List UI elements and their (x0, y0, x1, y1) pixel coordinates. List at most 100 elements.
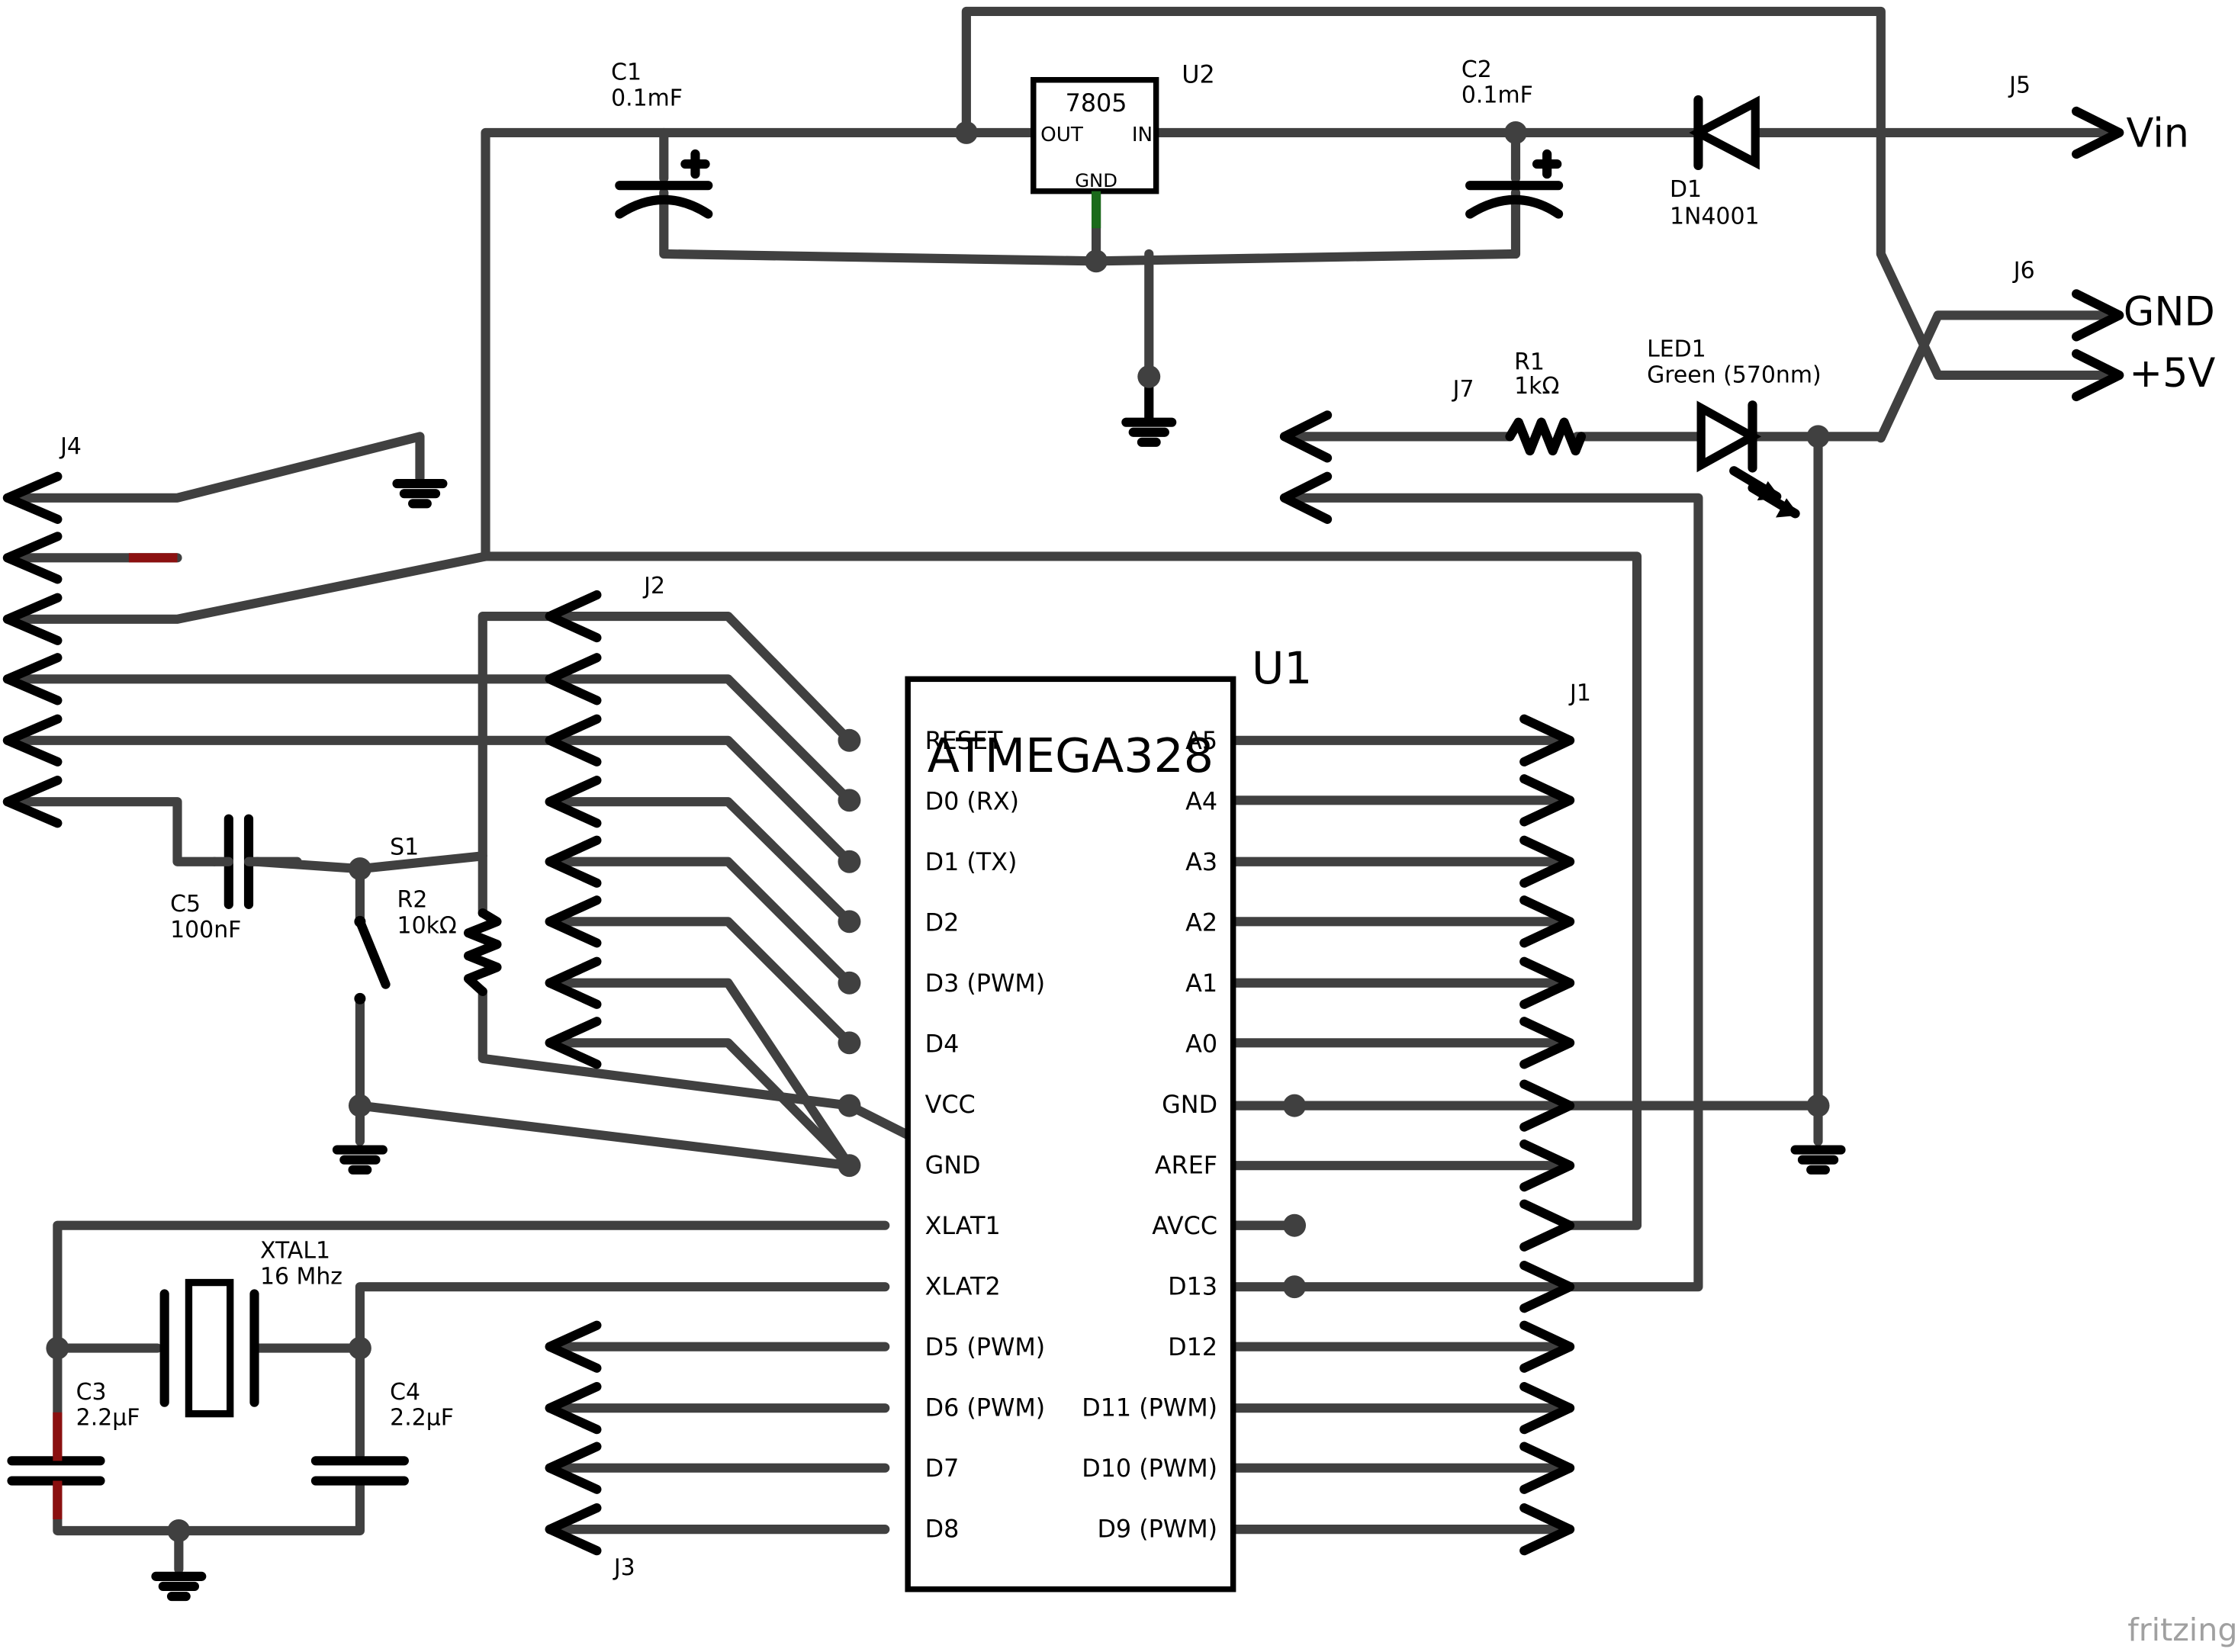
j2-label: J2 (642, 573, 665, 599)
left-pin-label-1: D0 (RX) (925, 787, 1019, 815)
capacitor-c5 (210, 814, 302, 909)
j4-arrow (2, 714, 63, 767)
right-pin-label-10: D12 (1168, 1333, 1217, 1361)
j2-arrow (545, 714, 602, 767)
right-pin-label-4: A1 (1185, 969, 1217, 998)
j1-arrow (1519, 1441, 1575, 1494)
left-pin-label-5: D4 (925, 1030, 960, 1058)
left-pin-label-4: D3 (PWM) (925, 969, 1046, 998)
c4-value: 2.2µF (390, 1405, 454, 1432)
j3-arrow (545, 1441, 602, 1494)
c2-value: 0.1mF (1461, 82, 1533, 109)
j2-arrow (545, 835, 602, 888)
r2-ref: R2 (397, 887, 428, 914)
led1-ref: LED1 (1647, 336, 1706, 363)
ground-icon (392, 479, 448, 509)
labels: ATMEGA328 U1 7805 OUT IN GND U2 C1 0.1mF… (59, 56, 2237, 1648)
j1-label: J1 (1568, 680, 1591, 706)
r1-value: 1kΩ (1514, 373, 1559, 400)
left-pin-label-10: D5 (PWM) (925, 1333, 1046, 1361)
left-pin-label-6: VCC (925, 1091, 976, 1119)
j2-arrow (545, 590, 602, 643)
c2-ref: C2 (1461, 56, 1492, 83)
r1-ref: R1 (1514, 349, 1545, 375)
5v-label: +5V (2129, 350, 2215, 397)
right-pin-label-12: D10 (PWM) (1082, 1454, 1217, 1483)
j7-arrow (1279, 471, 1333, 524)
d1-ref: D1 (1670, 176, 1702, 203)
j5-label: J5 (2008, 72, 2031, 99)
vin-arrow (2072, 106, 2124, 159)
switch-s1 (354, 915, 391, 1004)
chip-name: ATMEGA328 (928, 728, 1214, 783)
reg-out: OUT (1040, 124, 1084, 146)
left-pin-label-3: D2 (925, 908, 960, 937)
j1-arrow (1519, 1139, 1575, 1192)
left-pin-label-9: XLAT2 (925, 1272, 1001, 1300)
reg-name: 7805 (1066, 89, 1127, 117)
led-led1 (1696, 400, 1800, 519)
j3-arrow (545, 1503, 602, 1556)
regulator-u2 (1031, 77, 1159, 229)
right-pin-label-8: AVCC (1152, 1212, 1217, 1240)
c5-value: 100nF (170, 917, 241, 943)
j4-label: J4 (59, 433, 82, 460)
j2-arrow (545, 956, 602, 1009)
ground-icon (332, 1145, 387, 1175)
j1-arrow (1519, 714, 1575, 767)
ground-symbols (151, 371, 1846, 1602)
right-pin-label-13: D9 (PWM) (1097, 1515, 1217, 1543)
xtal1-value: 16 Mhz (260, 1263, 342, 1290)
left-pin-label-12: D7 (925, 1454, 960, 1483)
right-pin-label-9: D13 (1168, 1272, 1217, 1300)
left-pin-label-13: D8 (925, 1515, 960, 1543)
resistor-r1 (1505, 417, 1587, 456)
r2-value: 10kΩ (397, 912, 457, 939)
j7-label: J7 (1452, 376, 1474, 403)
c1-value: 0.1mF (611, 85, 683, 111)
gnd-arrow (2072, 289, 2124, 342)
j1-arrow (1519, 1199, 1575, 1252)
atmega328-chip (905, 676, 1236, 1593)
right-pin-label-3: A2 (1185, 908, 1217, 937)
j2-arrow (545, 653, 602, 705)
reg-in: IN (1132, 124, 1153, 146)
j4-arrow (2, 593, 63, 645)
j3-arrow (545, 1320, 602, 1373)
capacitor-c4 (310, 1456, 409, 1486)
left-pin-label-0: RESET (925, 727, 1003, 755)
capacitor-c3 (7, 1412, 105, 1520)
d1-value: 1N4001 (1670, 204, 1760, 230)
gnd-label: GND (2124, 288, 2215, 335)
j1-arrow (1519, 1503, 1575, 1556)
j6-label: J6 (2012, 258, 2035, 284)
c3-value: 2.2µF (76, 1405, 140, 1432)
j2-arrow (545, 776, 602, 828)
j1-arrow (1519, 1079, 1575, 1132)
led1-value: Green (570nm) (1647, 362, 1822, 388)
reg-gnd: GND (1075, 169, 1117, 191)
j7-arrow (1279, 410, 1333, 463)
resistor-r2 (463, 908, 502, 997)
left-pin-label-11: D6 (PWM) (925, 1393, 1046, 1422)
diode-d1 (1689, 95, 1760, 171)
capacitor-c1 (615, 127, 713, 219)
left-pin-label-2: D1 (TX) (925, 848, 1018, 876)
j2-arrow (545, 1017, 602, 1069)
c4-ref: C4 (390, 1379, 420, 1406)
j1-arrow (1519, 1320, 1575, 1373)
j1-arrow (1519, 1382, 1575, 1435)
capacitor-c2 (1465, 127, 1564, 219)
j4-arrow (2, 776, 63, 828)
reg-ref: U2 (1182, 60, 1214, 88)
j1-arrow (1519, 1017, 1575, 1069)
left-pin-label-7: GND (925, 1151, 981, 1179)
ground-icon (1790, 1145, 1846, 1175)
junctions (46, 121, 1830, 1542)
chip-ref: U1 (1252, 642, 1312, 694)
vin-label: Vin (2127, 111, 2189, 157)
5v-arrow (2072, 349, 2124, 402)
